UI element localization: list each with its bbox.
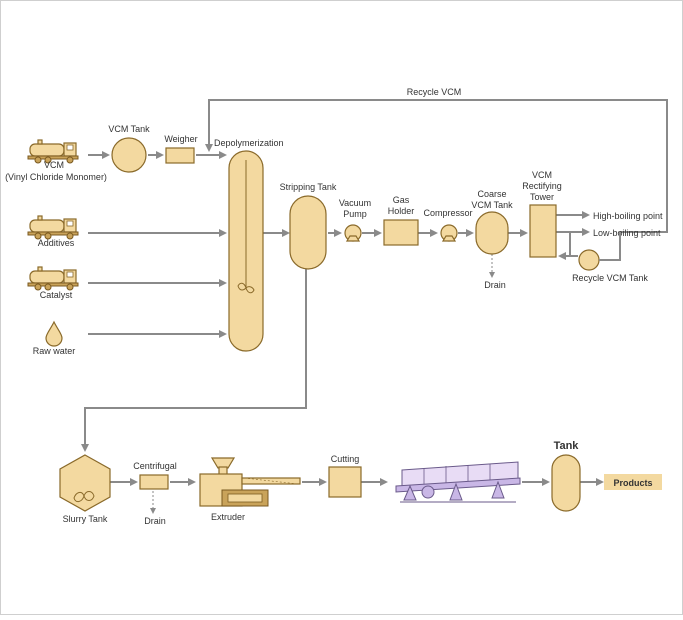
gas-holder-label-2: Holder [388, 206, 415, 216]
catalyst-label: Catalyst [40, 290, 73, 300]
depolymerization-label: Depolymerization [214, 138, 284, 148]
products-box [604, 474, 662, 490]
vacuum-pump-label-1: Vacuum [339, 198, 371, 208]
rectifying-label-3: Tower [530, 192, 554, 202]
product-tank [551, 454, 581, 512]
centrifugal [139, 474, 169, 490]
drain-label-1: Drain [484, 280, 506, 290]
stripping-tank-label: Stripping Tank [280, 182, 337, 192]
stripping-tank [289, 195, 327, 270]
coarse-vcm-tank-label-2: VCM Tank [471, 200, 513, 210]
coarse-vcm-tank [475, 211, 509, 255]
recycle-vcm-tank-label: Recycle VCM Tank [572, 273, 648, 283]
vacuum-pump-label-2: Pump [343, 209, 367, 219]
drain-label-2: Drain [144, 516, 166, 526]
weigher [165, 147, 195, 164]
water-drop-icon [45, 320, 63, 347]
rectifying-label-2: Rectifying [522, 181, 562, 191]
cutting [328, 466, 362, 498]
vcm-tank [111, 137, 147, 173]
recycle-vcm-tank [578, 249, 600, 271]
tanker-truck-icon [27, 266, 79, 291]
extruder-label: Extruder [211, 512, 245, 522]
tank-label: Tank [554, 440, 580, 452]
centrifugal-label: Centrifugal [133, 461, 177, 471]
weigher-label: Weigher [164, 134, 197, 144]
vcm-full-label: (Vinyl Chloride Monomer) [5, 172, 107, 182]
vcm-label: VCM [44, 160, 64, 170]
vcm-tank-label: VCM Tank [108, 124, 150, 134]
low-boiling-label: Low-boiling point [593, 228, 661, 238]
agitator-icon [73, 491, 95, 503]
agitator-icon [237, 282, 255, 294]
recycle-vcm-label: Recycle VCM [407, 87, 462, 97]
slurry-tank-label: Slurry Tank [63, 514, 108, 524]
cutting-label: Cutting [331, 454, 360, 464]
products-label: Products [613, 478, 652, 488]
slurry-tank [59, 454, 111, 512]
flow-lines [81, 99, 668, 514]
tanker-truck-icon [27, 215, 79, 240]
additives-label: Additives [38, 238, 75, 248]
vcm-rectifying-tower [529, 204, 557, 258]
extruder [199, 457, 301, 507]
compressor-label: Compressor [423, 208, 472, 218]
coarse-vcm-tank-label-1: Coarse [477, 189, 506, 199]
vibrating-conveyor [395, 461, 521, 503]
raw-water-label: Raw water [33, 346, 76, 356]
gas-holder [383, 219, 419, 246]
high-boiling-label: High-boiling point [593, 211, 663, 221]
gas-holder-label-1: Gas [393, 195, 410, 205]
rectifying-label-1: VCM [532, 170, 552, 180]
